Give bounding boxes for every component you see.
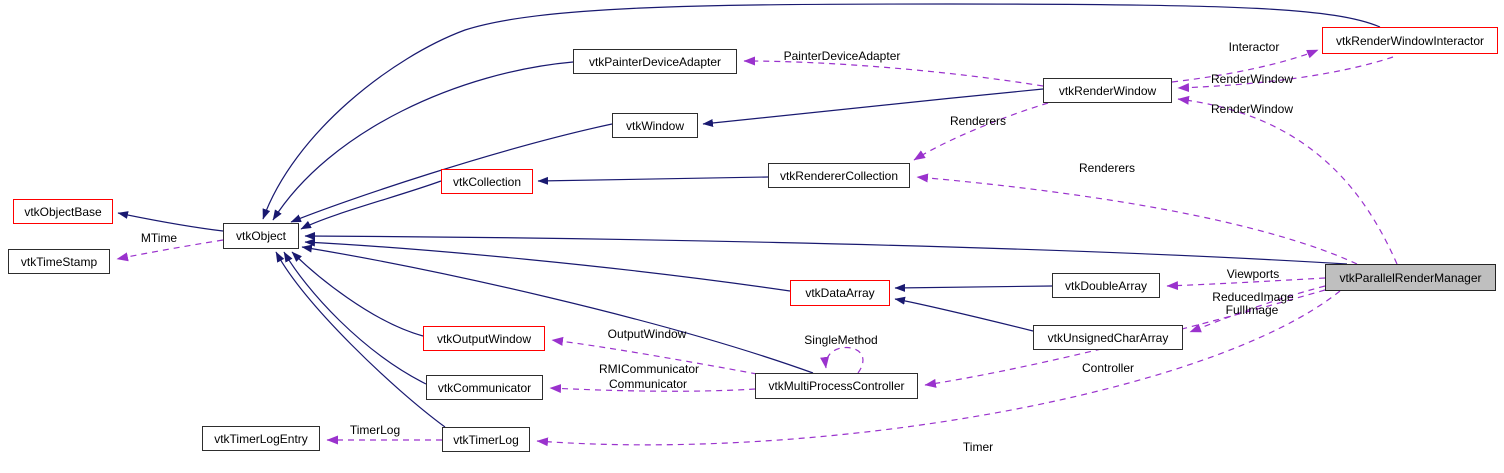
edge-label-controller: Controller	[1081, 361, 1135, 375]
edge-assoc-viewports	[1166, 277, 1326, 291]
edge-label-fullimage: FullImage	[1225, 303, 1279, 317]
edge-assoc-renderwindow-lower	[1177, 95, 1398, 265]
edge-assoc-interactor	[1171, 49, 1319, 83]
node-vtkUnsignedCharArray[interactable]: vtkUnsignedCharArray	[1033, 325, 1183, 350]
edge-inherit-vtkCommunicator-vtkObject	[283, 251, 427, 385]
edge-inherit-vtkWindow-vtkObject	[290, 123, 613, 223]
edge-label-viewports: Viewports	[1226, 267, 1280, 281]
edge-assoc-mtime	[116, 239, 224, 262]
edge-label-outputwindow: OutputWindow	[607, 327, 687, 341]
edge-label-renderers-upper: Renderers	[949, 114, 1007, 128]
edge-label-timer: Timer	[962, 440, 994, 454]
edge-inherit-vtkUnsignedCharArray-vtkDataArray	[894, 296, 1034, 332]
edge-label-reducedimage: ReducedImage	[1212, 290, 1294, 304]
edge-label-timerlog: TimerLog	[349, 423, 401, 437]
node-vtkTimeStamp[interactable]: vtkTimeStamp	[8, 249, 110, 274]
edge-assoc-painterdeviceadapter	[743, 56, 1044, 87]
node-vtkMultiProcessController[interactable]: vtkMultiProcessController	[755, 373, 918, 399]
edge-assoc-communicator	[549, 384, 756, 394]
edge-label-interactor: Interactor	[1228, 40, 1280, 54]
edge-label-renderers-lower: Renderers	[1078, 161, 1136, 175]
node-vtkWindow[interactable]: vtkWindow	[612, 113, 698, 138]
edge-inherit-vtkTimerLog-vtkObject	[275, 251, 446, 428]
edge-inherit-vtkObject-vtkObjectBase	[117, 211, 224, 232]
edge-assoc-timer	[536, 290, 1341, 447]
edge-assoc-singlemethod-selfloop	[820, 347, 864, 374]
edge-label-renderwindow-upper: RenderWindow	[1210, 72, 1294, 86]
node-vtkRenderWindow[interactable]: vtkRenderWindow	[1043, 78, 1172, 103]
edge-label-renderwindow-lower: RenderWindow	[1210, 102, 1294, 116]
node-vtkCollection[interactable]: vtkCollection	[441, 169, 533, 194]
edge-assoc-reducedimage-fullimage	[1189, 285, 1326, 333]
edge-assoc-outputwindow	[551, 336, 758, 375]
edge-inherit-vtkOutputWindow-vtkObject	[291, 251, 424, 337]
node-vtkDoubleArray[interactable]: vtkDoubleArray	[1052, 273, 1160, 298]
node-vtkDataArray[interactable]: vtkDataArray	[790, 280, 890, 306]
node-vtkCommunicator[interactable]: vtkCommunicator	[426, 375, 543, 400]
edge-label-communicator: Communicator	[608, 377, 688, 391]
node-vtkTimerLog[interactable]: vtkTimerLog	[442, 427, 530, 452]
edge-inherit-vtkCollection-vtkObject	[300, 180, 442, 230]
edge-label-painterdeviceadapter: PainterDeviceAdapter	[783, 49, 901, 63]
node-vtkObject[interactable]: vtkObject	[223, 223, 299, 249]
edge-inherit-vtkMultiProcessController-vtkObject	[301, 244, 814, 374]
edge-inherit-vtkRenderWindowInteractor-vtkObject	[262, 3, 1381, 220]
edge-assoc-renderers-lower	[916, 173, 1358, 265]
edge-label-mtime: MTime	[140, 231, 178, 245]
node-vtkOutputWindow[interactable]: vtkOutputWindow	[423, 326, 545, 351]
node-vtkParallelRenderManager[interactable]: vtkParallelRenderManager	[1325, 264, 1496, 291]
node-vtkPainterDeviceAdapter[interactable]: vtkPainterDeviceAdapter	[573, 49, 737, 74]
edge-assoc-renderers-upper	[913, 102, 1049, 161]
node-vtkRendererCollection[interactable]: vtkRendererCollection	[768, 163, 910, 188]
node-vtkObjectBase[interactable]: vtkObjectBase	[13, 199, 113, 224]
edge-inherit-vtkPainterDeviceAdapter-vtkObject	[272, 61, 574, 221]
edge-inherit-vtkDoubleArray-vtkDataArray	[894, 283, 1053, 292]
node-vtkTimerLogEntry[interactable]: vtkTimerLogEntry	[202, 426, 320, 451]
edge-inherit-vtkDataArray-vtkObject	[304, 238, 791, 292]
edge-inherit-vtkParallelRenderManager-vtkObject	[304, 232, 1348, 265]
edge-label-singlemethod: SingleMethod	[804, 333, 878, 347]
edge-label-rmicommunicator: RMICommunicator	[598, 362, 700, 376]
edge-assoc-renderwindow-upper	[1177, 56, 1394, 93]
edge-inherit-vtkRenderWindow-vtkWindow	[702, 88, 1044, 127]
node-vtkRenderWindowInteractor[interactable]: vtkRenderWindowInteractor	[1322, 27, 1498, 54]
edge-inherit-vtkRendererCollection-vtkCollection	[537, 176, 769, 185]
